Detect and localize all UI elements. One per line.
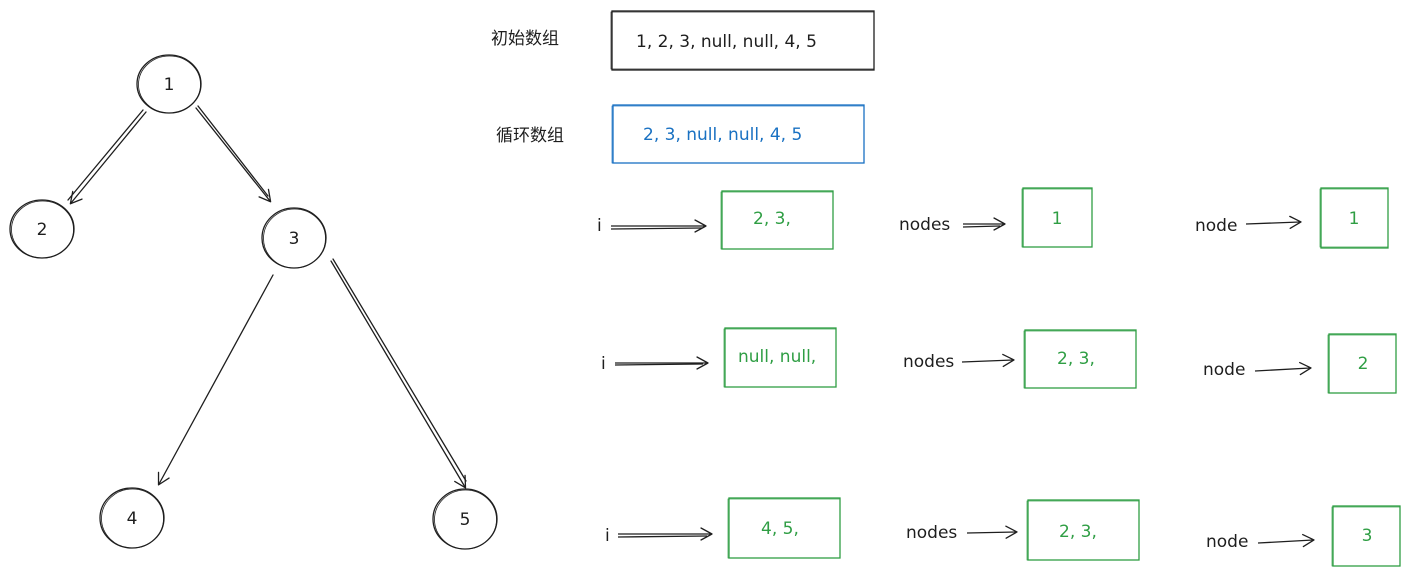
loop-array-value: 2, 3, null, null, 4, 5 xyxy=(643,125,802,145)
step-3-i-arrow xyxy=(617,527,713,541)
step-2-i-arrow xyxy=(614,356,709,370)
step-1-node-box xyxy=(1319,187,1389,249)
step-3-node-box xyxy=(1331,505,1401,567)
loop-array-box xyxy=(611,104,865,164)
step-2-i-value: null, null, xyxy=(738,347,816,367)
step-3-i-label: i xyxy=(605,526,610,546)
tree-labels: 1 2 3 4 5 xyxy=(37,75,471,530)
step-3-node-label: node xyxy=(1206,532,1248,552)
step-1-nodes-arrow xyxy=(962,217,1006,231)
initial-array: 初始数组 1, 2, 3, null, null, 4, 5 xyxy=(491,10,875,71)
tree-edge-1-3 xyxy=(195,105,272,203)
tree-node-1 xyxy=(136,54,202,114)
step-row-2: i null, null, nodes 2, 3, node xyxy=(601,327,1397,394)
step-1-node-label: node xyxy=(1195,216,1237,236)
step-3-i-value: 4, 5, xyxy=(761,519,799,539)
step-1-i-box xyxy=(720,190,834,250)
step-2-node-value: 2 xyxy=(1358,354,1369,374)
step-1-i-arrow xyxy=(610,219,707,233)
step-1-i-value: 2, 3, xyxy=(753,209,791,229)
tree-node-4 xyxy=(99,487,165,549)
tree-node-1-label: 1 xyxy=(164,75,175,95)
step-row-1: i 2, 3, nodes 1 node xyxy=(597,187,1389,250)
step-3-nodes-box xyxy=(1026,499,1140,561)
step-1-node-value: 1 xyxy=(1349,209,1360,229)
step-2-nodes-label: nodes xyxy=(903,352,954,372)
initial-array-value: 1, 2, 3, null, null, 4, 5 xyxy=(636,32,817,52)
initial-array-label: 初始数组 xyxy=(491,29,559,49)
step-3-nodes-value: 2, 3, xyxy=(1059,522,1097,542)
step-1-node-arrow xyxy=(1245,215,1302,230)
step-2-node-label: node xyxy=(1203,360,1245,380)
tree-edge-1-2 xyxy=(67,109,147,205)
step-1-nodes-label: nodes xyxy=(899,215,950,235)
step-row-3: i 4, 5, nodes 2, 3, node xyxy=(605,497,1401,567)
step-3-node-value: 3 xyxy=(1362,526,1373,546)
step-3-i-box xyxy=(727,497,841,559)
step-2-nodes-box xyxy=(1023,329,1137,389)
step-2-node-box xyxy=(1327,333,1397,394)
tree-edge-3-4 xyxy=(157,274,274,486)
loop-array: 循环数组 2, 3, null, null, 4, 5 xyxy=(496,104,865,164)
step-2-node-arrow xyxy=(1254,361,1312,376)
initial-array-box xyxy=(610,10,875,71)
tree-node-4-label: 4 xyxy=(127,509,138,529)
step-3-node-arrow xyxy=(1257,533,1315,548)
step-1-nodes-box xyxy=(1021,187,1093,248)
tree-node-3 xyxy=(261,207,327,269)
loop-array-label: 循环数组 xyxy=(496,126,564,146)
step-2-nodes-value: 2, 3, xyxy=(1057,349,1095,369)
step-2-nodes-arrow xyxy=(961,353,1015,368)
step-1-i-label: i xyxy=(597,216,602,236)
step-3-nodes-label: nodes xyxy=(906,523,957,543)
step-2-i-label: i xyxy=(601,354,606,374)
tree-node-5-label: 5 xyxy=(460,510,471,530)
step-3-nodes-arrow xyxy=(966,525,1018,539)
tree xyxy=(9,54,498,550)
tree-node-2 xyxy=(9,199,75,259)
tree-node-5 xyxy=(432,488,498,550)
step-2-i-box xyxy=(723,327,837,388)
step-1-nodes-value: 1 xyxy=(1052,209,1063,229)
tree-edge-3-5 xyxy=(330,258,467,489)
tree-node-3-label: 3 xyxy=(289,229,300,249)
tree-node-2-label: 2 xyxy=(37,220,48,240)
